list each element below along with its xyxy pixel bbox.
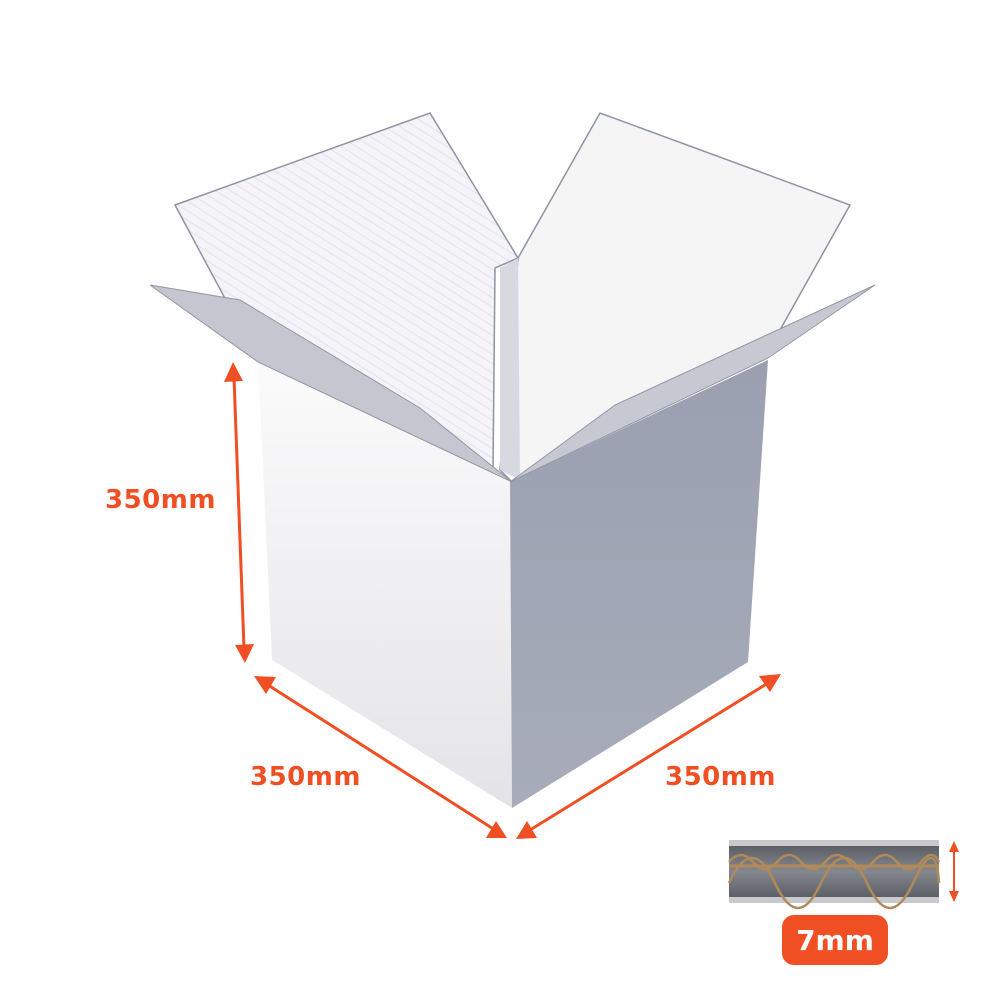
depth-arrow	[254, 676, 507, 838]
height-arrow	[224, 362, 254, 663]
front-left-flap	[149, 284, 513, 483]
inner-wall	[500, 258, 520, 480]
box-front-face	[258, 360, 512, 808]
front-right-flap	[509, 284, 876, 483]
height-label: 350mm	[105, 485, 216, 515]
thickness-arrow	[949, 841, 959, 902]
depth-label: 350mm	[250, 762, 361, 792]
wall-thickness-badge: 7mm	[782, 915, 888, 965]
width-arrow	[516, 674, 781, 839]
width-label: 350mm	[665, 762, 776, 792]
box-side-face	[510, 360, 768, 808]
corrugation-cross-section	[727, 840, 941, 910]
